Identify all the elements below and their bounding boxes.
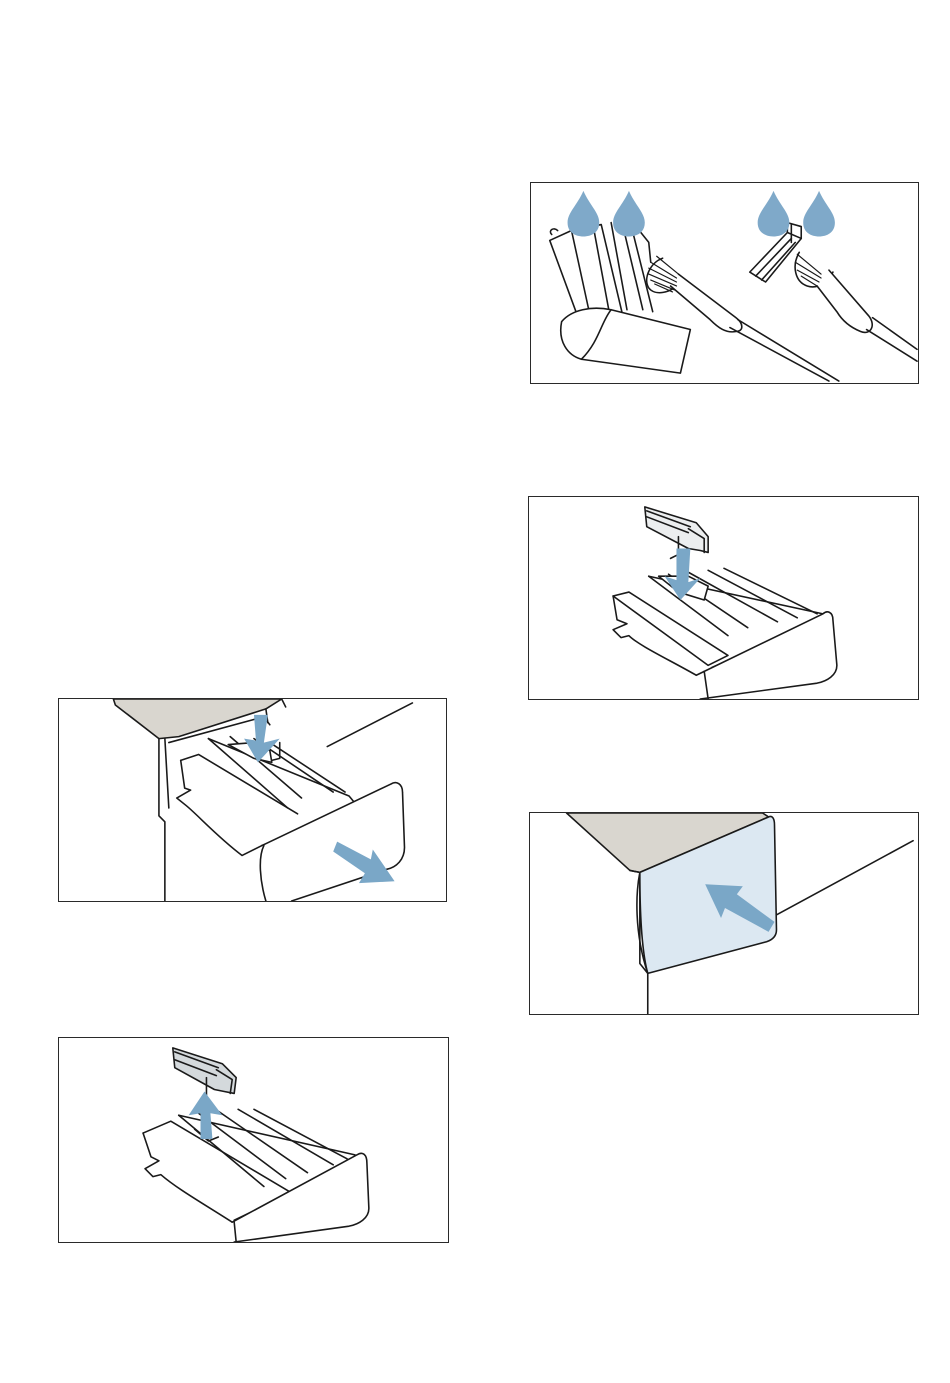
- siphon-remove-figure: [58, 1037, 449, 1243]
- close-detergent-drawer-icon: [530, 813, 918, 1014]
- drawer-close-figure: [529, 812, 919, 1015]
- siphon-insert-figure: [528, 496, 919, 700]
- drawer-remove-figure: [58, 698, 447, 902]
- clean-siphon-with-brush-icon: [531, 183, 918, 383]
- clean-brush-figure: [530, 182, 919, 384]
- remove-detergent-drawer-icon: [59, 699, 446, 901]
- insert-siphon-icon: [529, 497, 918, 699]
- remove-siphon-icon: [59, 1038, 448, 1242]
